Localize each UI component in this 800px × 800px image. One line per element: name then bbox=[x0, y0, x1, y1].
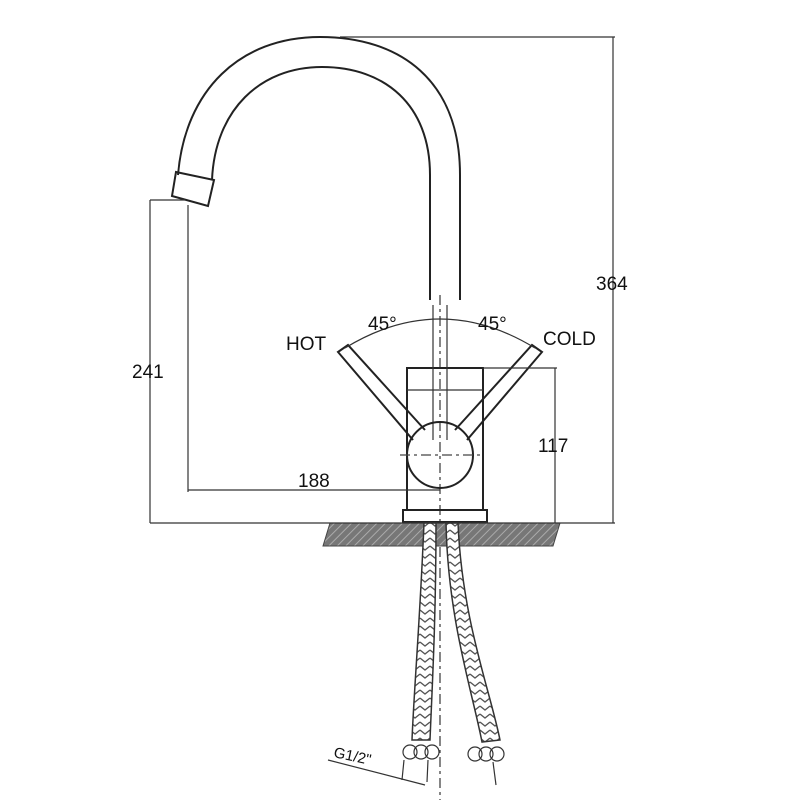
dim-body-height: 117 bbox=[538, 436, 568, 457]
faucet-body bbox=[336, 305, 544, 523]
connection-thread-label: G1/2" bbox=[332, 744, 373, 768]
hot-hose bbox=[411, 522, 437, 741]
hot-lever bbox=[336, 343, 426, 441]
dim-spout-reach: 188 bbox=[298, 471, 330, 492]
hot-label: HOT bbox=[286, 334, 327, 355]
countertop bbox=[322, 522, 561, 547]
dim-spout-height: 241 bbox=[132, 362, 164, 383]
rotation-arc bbox=[344, 318, 536, 349]
aerator-nozzle bbox=[170, 170, 216, 208]
cold-lever bbox=[454, 343, 544, 441]
dim-total-height: 364 bbox=[596, 274, 628, 295]
hot-angle-label: 45° bbox=[368, 314, 397, 335]
supply-hoses bbox=[327, 522, 505, 786]
cold-hose-nut bbox=[467, 746, 505, 786]
cold-label: COLD bbox=[543, 329, 596, 350]
hot-hose-nut bbox=[401, 744, 440, 783]
cold-angle-label: 45° bbox=[478, 314, 507, 335]
spout bbox=[170, 35, 461, 300]
base-plate bbox=[402, 509, 488, 523]
cold-hose bbox=[445, 522, 501, 743]
dimension-lines bbox=[149, 36, 615, 524]
